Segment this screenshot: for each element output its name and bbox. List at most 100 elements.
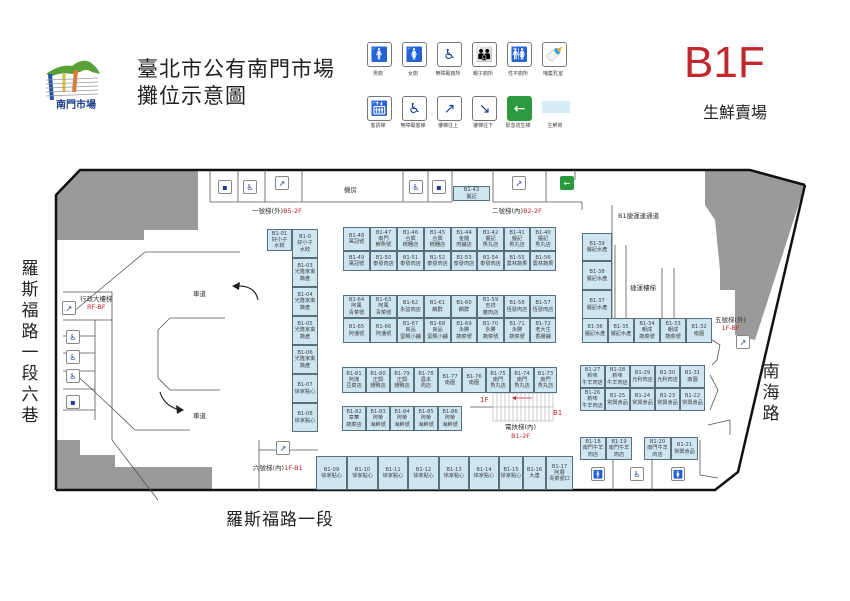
stall-id: B1-65 [348,324,365,331]
stall-id: B1-48 [348,232,365,239]
stall-name: 徐家點心 [473,473,495,479]
elevator-6-label: 六號梯(內)1F-B1 [253,462,303,472]
road-label-left: 羅斯福路一段六巷 [21,259,39,426]
freight-elevator-icon: 🛗 [367,96,392,121]
road-label-bottom: 羅斯福路一段 [226,510,334,530]
stall-id: B1-31 [684,370,701,377]
stall-id: B1-83 [370,409,386,416]
stall-id: B1-22 [684,393,701,400]
elevator-1-floors: B5-2F [283,207,302,215]
escalator-label: 電扶梯(內) B1-2F [505,423,536,441]
elevator-1-label: 一號梯(外)B5-2F [252,205,302,215]
page-subtitle: 攤位示意圖 [137,84,247,108]
